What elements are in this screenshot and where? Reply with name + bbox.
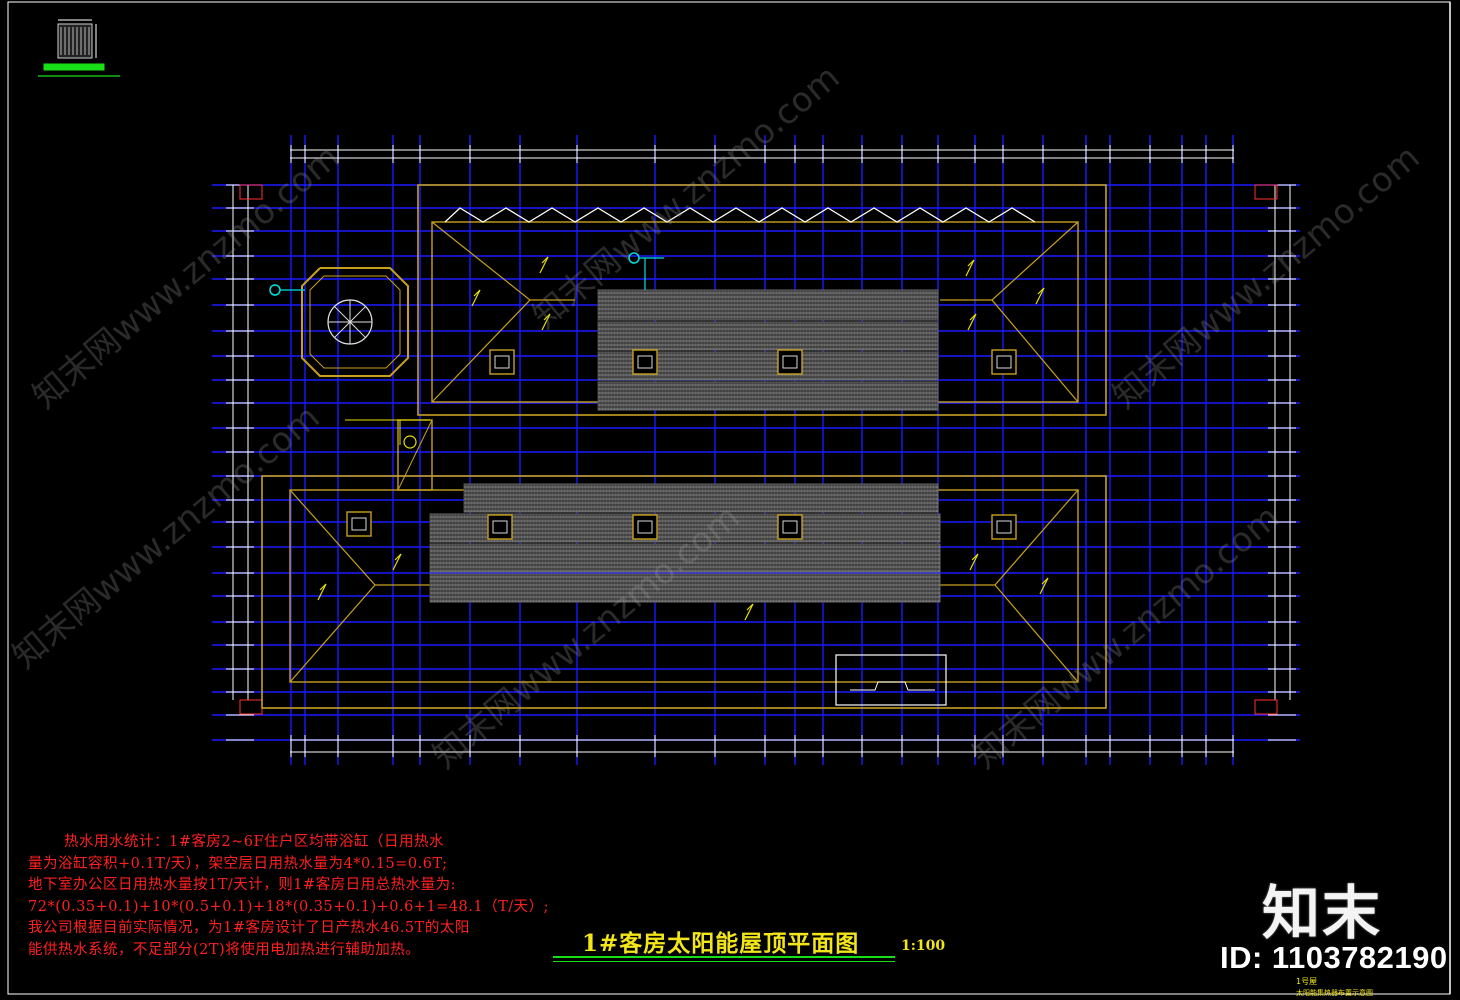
slope-arrow-head — [1041, 577, 1049, 585]
valve-symbol — [403, 435, 417, 449]
slope-arrow-head — [543, 313, 551, 321]
slope-arrow — [1035, 287, 1045, 305]
pavilion-rib — [334, 321, 351, 338]
note-line: 72*(0.35+0.1)+10*(0.5+0.1)+18*(0.35+0.1)… — [28, 898, 550, 915]
slope-arrow-head — [1037, 287, 1045, 295]
section-marker — [239, 184, 263, 200]
brand-logo: 知末 — [1262, 879, 1383, 947]
stair-diagonal — [397, 419, 433, 491]
hot-water-notes: 热水用水统计：1#客房2~6F住户区均带浴缸（日用热水 量为浴缸容积+0.1T/… — [28, 832, 558, 961]
slope-arrow-head — [541, 256, 549, 264]
note-line: 地下室办公区日用热水量按1T/天计，则1#客房日用总热水量为: — [28, 877, 457, 893]
roof-hatch — [632, 349, 658, 375]
solar-collector-arrays — [429, 289, 941, 603]
roof-hatch — [777, 349, 803, 375]
pipe-marker — [628, 252, 640, 264]
slope-arrow-head — [971, 553, 979, 561]
slope-arrow — [317, 583, 327, 601]
roof-hatch — [346, 511, 372, 537]
roof-hatch-inner — [351, 517, 367, 531]
roof-hatch-inner — [996, 520, 1012, 534]
roof-hatch-inner — [996, 355, 1012, 369]
title-underline — [553, 956, 895, 958]
note-line: 热水用水统计：1#客房2~6F住户区均带浴缸（日用热水 — [64, 834, 445, 850]
dimension-lines — [226, 145, 1296, 757]
thumbnail-frame — [57, 23, 93, 59]
roof-hatch-inner — [782, 520, 798, 534]
pavilion-inner — [309, 275, 401, 369]
slope-arrow — [1039, 577, 1049, 595]
slope-arrow — [471, 289, 481, 307]
roof-hatch-inner — [782, 355, 798, 369]
roof-hatch — [777, 514, 803, 540]
upper-hip-left — [431, 221, 531, 403]
drawing-scale: 1:100 — [901, 938, 946, 954]
roof-hatch — [489, 349, 515, 375]
note-line: 我公司根据目前实际情况，为1#客房设计了日产热水46.5T的太阳 — [28, 920, 470, 936]
roof-hatch-inner — [637, 355, 653, 369]
section-marker — [1254, 699, 1278, 715]
roof-hatch — [991, 514, 1017, 540]
upper-parapet-zigzag — [444, 207, 1036, 223]
title-block-label: 1号屋 — [1296, 977, 1318, 986]
upper-hip-right — [991, 221, 1079, 403]
pipe-marker — [269, 284, 281, 296]
drawing-title: 1#客房太阳能屋顶平面图 — [582, 930, 860, 957]
slope-arrow-head — [746, 603, 754, 611]
slope-arrow-head — [969, 313, 977, 321]
plan-details — [38, 19, 1049, 621]
title-block-label: 太阳能集热器布置示意图 — [1296, 989, 1373, 997]
annex-profile — [850, 681, 935, 691]
slope-arrow-head — [319, 583, 327, 591]
title-underline — [553, 961, 895, 962]
slope-arrow — [541, 313, 551, 331]
slope-arrow — [969, 553, 979, 571]
pavilion-rib — [349, 321, 366, 338]
slope-arrow — [744, 603, 754, 621]
pavilion-rib — [349, 306, 366, 323]
roof-hatch — [487, 514, 513, 540]
slope-arrow — [967, 313, 977, 331]
slope-arrow-head — [394, 553, 402, 561]
roof-hatch — [991, 349, 1017, 375]
slope-arrow-head — [473, 289, 481, 297]
image-id: ID: 1103782190 — [1220, 940, 1448, 975]
roof-hatch-inner — [492, 520, 508, 534]
lower-roof-outer — [261, 475, 1107, 709]
thumbnail-bar — [43, 63, 105, 71]
note-line: 量为浴缸容积+0.1T/天），架空层日用热水量为4*0.15=0.6T; — [28, 855, 448, 872]
note-line: 能供热水系统，不足部分(2T)将使用电加热进行辅助加热。 — [28, 941, 421, 958]
slope-arrow — [965, 259, 975, 277]
slope-arrow-head — [967, 259, 975, 267]
roof-hatch-inner — [637, 520, 653, 534]
upper-roof-outer — [417, 184, 1107, 416]
roof-plan-outline — [261, 184, 1107, 709]
annex-outline — [835, 654, 947, 706]
pavilion-rib — [334, 306, 351, 323]
slope-arrow — [392, 553, 402, 571]
roof-hatch — [632, 514, 658, 540]
roof-hatch-inner — [494, 355, 510, 369]
section-marker — [1254, 184, 1278, 200]
section-marker — [239, 699, 263, 715]
slope-arrow — [539, 256, 549, 274]
pavilion-octagon — [301, 267, 409, 377]
